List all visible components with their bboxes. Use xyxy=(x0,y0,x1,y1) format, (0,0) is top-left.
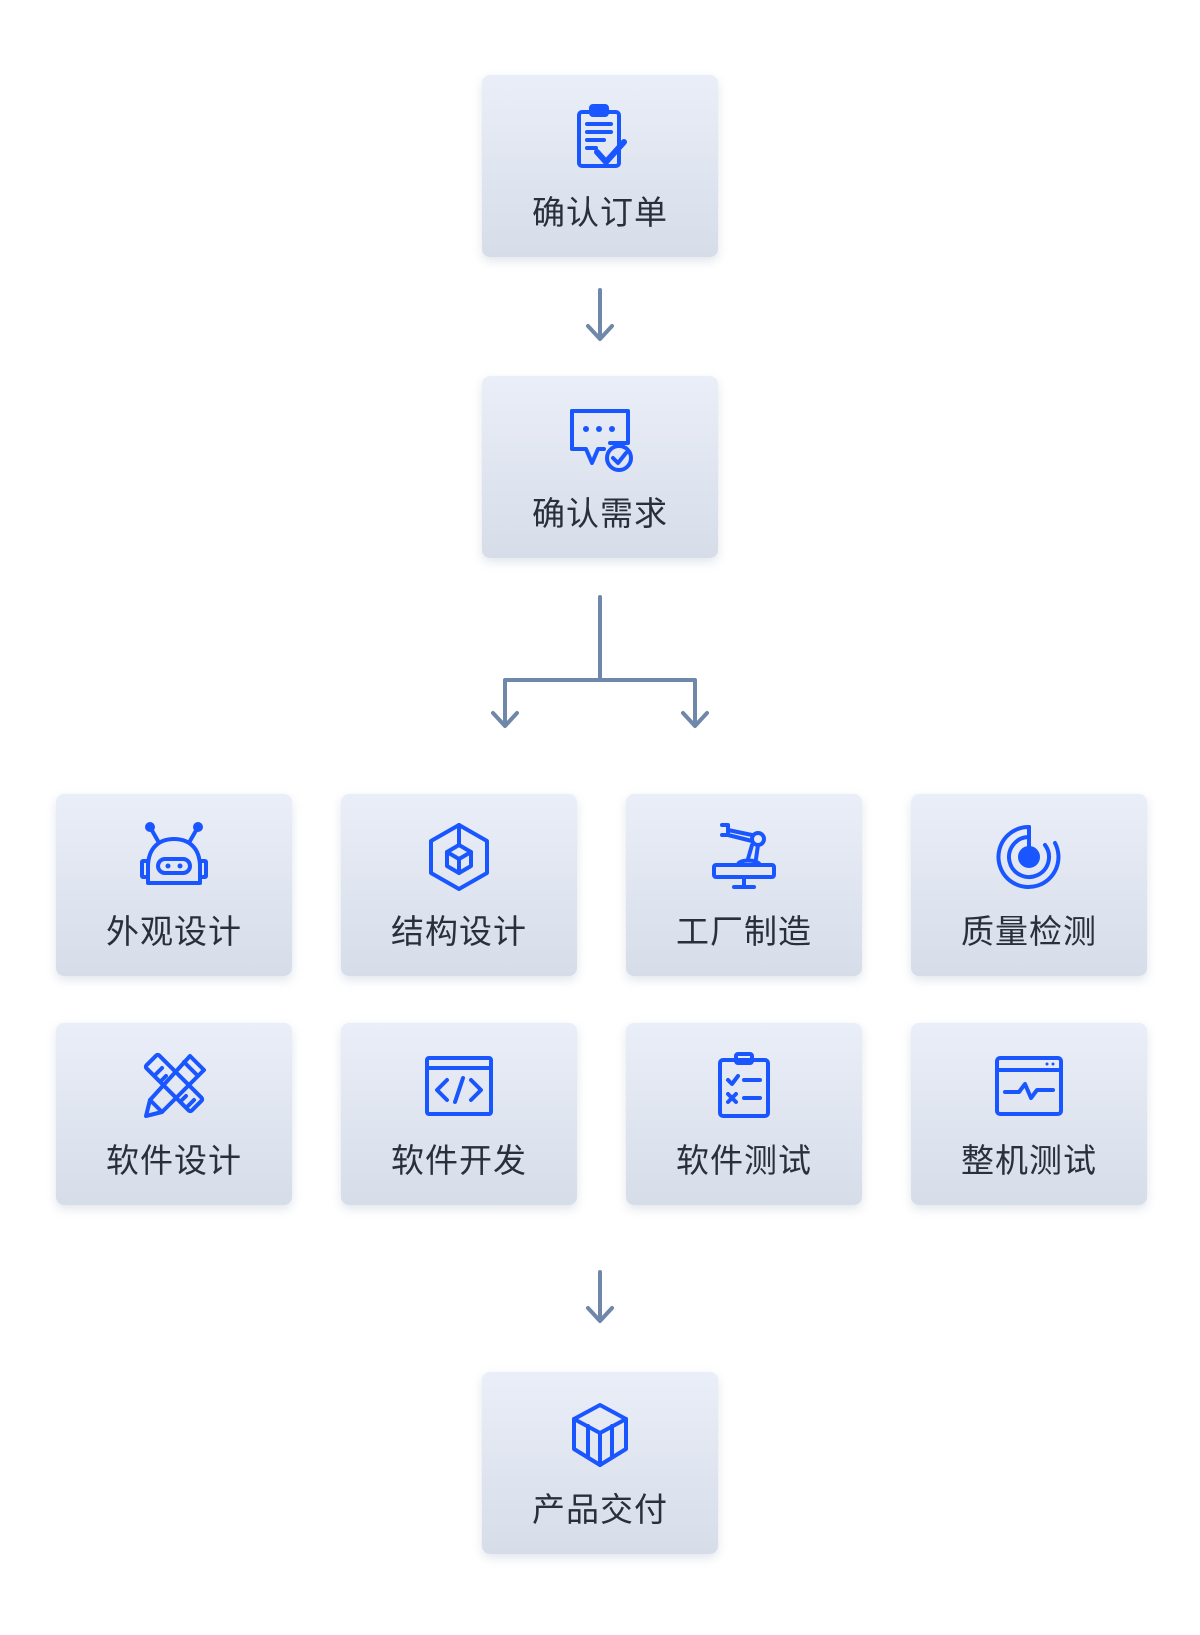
step-software-design: 软件设计 xyxy=(56,1023,292,1205)
cube-icon xyxy=(423,821,495,893)
step-system-testing: 整机测试 xyxy=(911,1023,1147,1205)
step-label: 确认需求 xyxy=(532,494,668,533)
step-label: 软件设计 xyxy=(106,1141,242,1180)
step-label: 确认订单 xyxy=(532,193,668,232)
radar-icon xyxy=(993,821,1065,893)
step-label: 产品交付 xyxy=(532,1490,668,1529)
step-software-development: 软件开发 xyxy=(341,1023,577,1205)
robot-arm-icon xyxy=(708,821,780,893)
step-label: 外观设计 xyxy=(106,912,242,951)
step-label: 整机测试 xyxy=(961,1141,1097,1180)
step-label: 质量检测 xyxy=(961,912,1097,951)
arrow-head-1 xyxy=(586,324,614,341)
clipboard-check-icon xyxy=(564,102,636,174)
monitor-pulse-icon xyxy=(993,1050,1065,1122)
step-software-testing: 软件测试 xyxy=(626,1023,862,1205)
step-label: 软件开发 xyxy=(391,1141,527,1180)
step-appearance-design: 外观设计 xyxy=(56,794,292,976)
step-label: 结构设计 xyxy=(391,912,527,951)
step-confirm-requirement: 确认需求 xyxy=(482,376,718,558)
step-label: 工厂制造 xyxy=(676,912,812,951)
branch-bar xyxy=(503,678,697,727)
pencil-ruler-icon xyxy=(138,1050,210,1122)
step-quality-inspection: 质量检测 xyxy=(911,794,1147,976)
box-icon xyxy=(564,1399,636,1471)
arrow-head-right xyxy=(681,711,709,728)
step-product-delivery: 产品交付 xyxy=(482,1372,718,1554)
step-factory-manufacturing: 工厂制造 xyxy=(626,794,862,976)
arrow-head-left xyxy=(491,711,519,728)
code-window-icon xyxy=(423,1050,495,1122)
step-structure-design: 结构设计 xyxy=(341,794,577,976)
chat-check-icon xyxy=(564,403,636,475)
step-confirm-order: 确认订单 xyxy=(482,75,718,257)
test-checklist-icon xyxy=(708,1050,780,1122)
step-label: 软件测试 xyxy=(676,1141,812,1180)
robot-icon xyxy=(138,821,210,893)
arrow-head-2 xyxy=(586,1306,614,1323)
